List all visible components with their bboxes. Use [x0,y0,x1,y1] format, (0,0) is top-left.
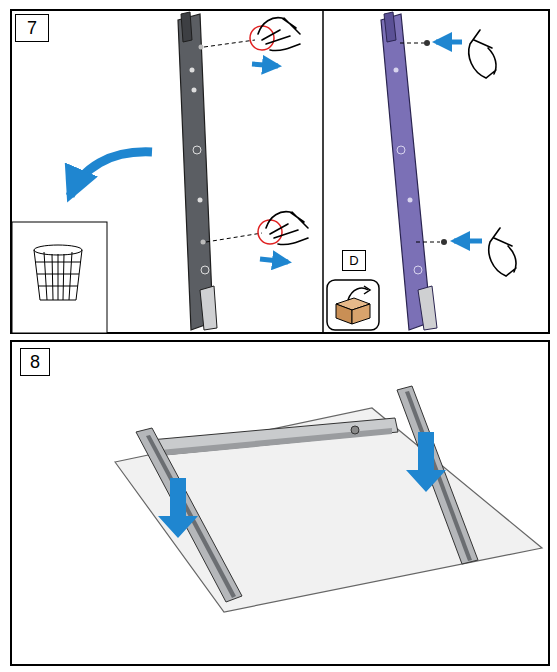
insert-arrow [436,40,462,45]
leader-line [416,242,440,243]
highlight-circle [258,220,282,244]
place-arrow [158,478,198,538]
bin-box [12,222,107,333]
insert-arrow [454,239,482,244]
panel-frame [11,341,549,665]
right-rail [381,12,437,330]
screw-plug [424,40,430,46]
step-number: D [349,254,358,267]
pull-arrow [260,259,288,262]
leader-line [204,40,255,47]
step-box: D [342,250,366,271]
carton-frame [327,280,379,330]
highlight-circle [250,26,274,50]
oven-door-plate [115,408,542,612]
step-number: 8 [30,353,40,371]
waste-bin-icon [34,245,82,300]
hand-icon [258,18,308,245]
pull-arrow [252,64,278,66]
leader-line [400,43,424,44]
discard-arrow [70,152,152,196]
carton-icon [336,286,370,324]
panel-divider [322,10,324,333]
rail-assembly [136,386,478,602]
screw-plug [441,239,447,245]
left-rail [178,12,217,330]
hand-icon [469,30,516,276]
place-arrow [406,432,446,492]
step-box: 8 [20,348,50,376]
step-number: 7 [27,19,37,37]
panel-frame [11,10,549,333]
step-box: 7 [15,14,49,42]
leader-line [206,233,262,242]
